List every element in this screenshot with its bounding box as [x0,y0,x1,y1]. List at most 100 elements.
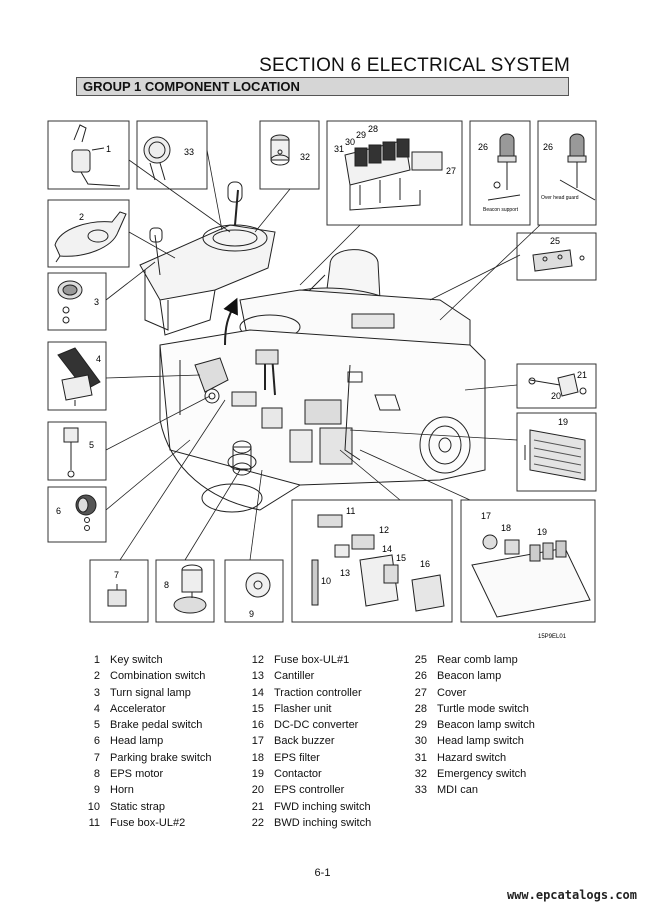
legend-label: Head lamp switch [437,735,524,748]
legend-item: 33 MDI can [403,782,535,798]
legend-number: 1 [93,654,100,666]
legend-number: 16 [251,719,264,732]
legend-number: 6 [93,735,100,748]
group-title: GROUP 1 COMPONENT LOCATION [83,79,300,94]
callout-13: 13 [340,568,350,578]
callout-15: 15 [396,553,406,563]
group-title-bar: GROUP 1 COMPONENT LOCATION [76,77,569,96]
callout-16: 16 [420,559,430,569]
detail-box-9 [224,559,284,623]
callout-9: 9 [249,609,254,619]
detail-box-2 [47,199,130,268]
watermark-link[interactable]: www.epcatalogs.com [506,888,637,902]
callout-32: 32 [300,152,310,162]
legend-item: 13 Cantiller [240,668,371,684]
callout-3: 3 [94,297,99,307]
callout-14: 14 [382,544,392,554]
detail-box-4 [47,341,107,411]
legend-label: Beacon lamp [437,670,502,683]
callout-18: 18 [501,523,511,533]
legend-label: Cantiller [274,670,315,683]
callout-8: 8 [164,580,169,590]
legend-label: Parking brake switch [110,751,212,764]
callout-29: 29 [356,130,366,140]
detail-box-switches [326,120,463,226]
legend-label: DC-DC converter [274,719,359,732]
callout-4: 4 [96,354,101,364]
detail-box-32 [259,120,320,190]
callout-10: 10 [321,576,331,586]
annotation-beacon-support: Beacon support [483,207,519,213]
detail-box-33 [136,120,208,190]
legend-label: Fuse box-UL#2 [110,816,186,829]
legend-label: Accelerator [110,702,166,715]
detail-box-3 [47,272,107,331]
detail-box-8 [155,559,215,623]
legend-label: BWD inching switch [274,816,372,829]
callout-30: 30 [345,137,355,147]
legend-label: MDI can [437,784,478,797]
legend-label: Rear comb lamp [437,654,518,666]
callout-21: 20 [551,391,561,401]
detail-box-6 [47,486,107,543]
callout-1: 1 [106,144,111,154]
legend-label: Beacon lamp switch [437,719,535,732]
legend-number: 14 [251,686,264,699]
legend-number: 4 [93,702,100,715]
legend-label: Turtle mode switch [437,702,529,715]
legend-label: FWD inching switch [274,800,371,813]
detail-box-11-16 [291,499,453,623]
legend-number: 3 [93,686,100,699]
legend-number: 20 [251,784,264,797]
callout-28: 28 [368,124,378,134]
callout-6: 6 [56,506,61,516]
annotation-over-head-guard: Over head guard [541,195,579,201]
callout-33: 33 [184,147,194,157]
legend-label: Back buzzer [274,735,335,748]
legend-item: 1 Key switch [76,652,212,668]
legend-number: 31 [414,751,427,764]
legend-number: 2 [93,670,100,683]
callout-26-a: 26 [478,142,488,152]
legend-label: Emergency switch [437,768,527,781]
legend-number: 13 [251,670,264,683]
callout-22: 21 [577,370,587,380]
detail-box-5 [47,421,107,481]
legend-label: Hazard switch [437,751,507,764]
legend-label: Static strap [110,800,166,813]
detail-box-20 [516,412,597,492]
legend-number: 33 [414,784,427,797]
legend-label: Fuse box-UL#1 [274,654,350,666]
detail-box-7 [89,559,149,623]
legend-item: 31 Hazard switch [403,750,535,766]
legend-number: 8 [93,768,100,781]
callout-2: 2 [79,212,84,222]
legend-label: EPS filter [274,751,320,764]
detail-box-1 [47,120,130,190]
callout-5: 5 [89,440,94,450]
legend-number: 25 [414,654,427,666]
legend-label: Contactor [274,768,322,781]
legend-item: 4 Accelerator [76,701,212,717]
legend-item: 25 Rear comb lamp [403,652,535,668]
legend-label: Key switch [110,654,163,666]
